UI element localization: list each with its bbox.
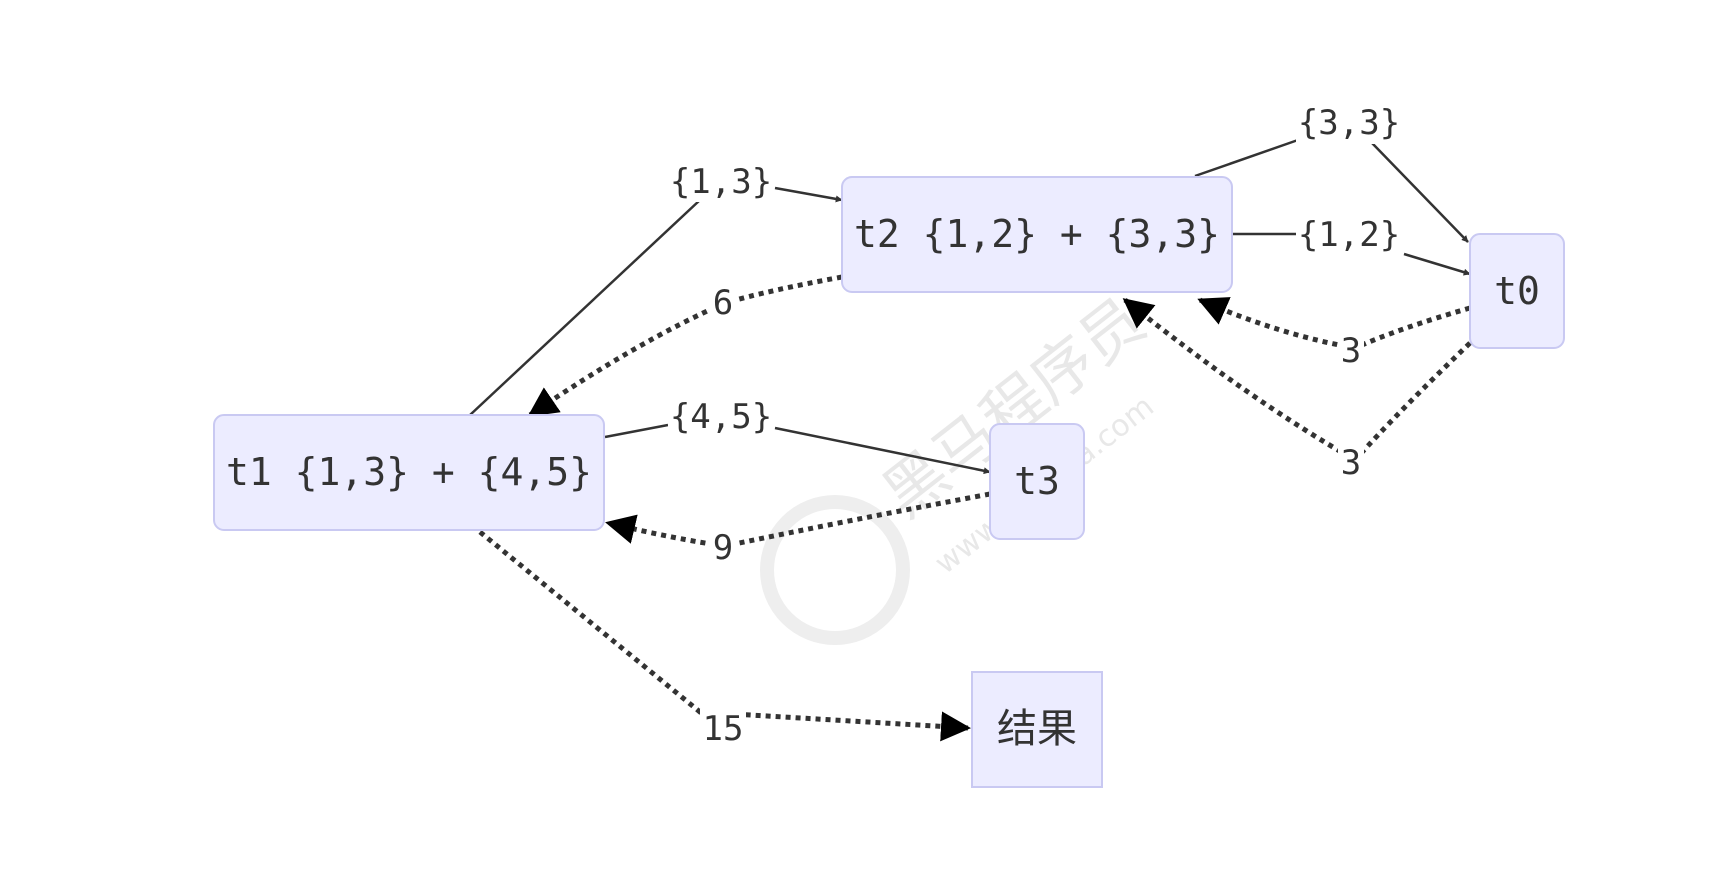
edge-label-t2-t0-mid: {1,2}	[1296, 214, 1402, 256]
svg-text:{1,3}: {1,3}	[670, 162, 772, 202]
edge-t1-result-dotted	[478, 530, 971, 742]
node-result-label: 结果	[997, 706, 1077, 752]
svg-text:3: 3	[1341, 331, 1361, 371]
node-result[interactable]: 结果	[971, 671, 1103, 788]
edge-label-t0-t2-a: 3	[1338, 331, 1364, 371]
edge-label-t0-t2-b: 3	[1338, 443, 1364, 483]
svg-text:{4,5}: {4,5}	[670, 397, 772, 437]
edge-label-t1-result: 15	[700, 709, 746, 749]
edge-t2-t0-top-line	[1194, 138, 1299, 178]
edge-t2-t1-dotted	[527, 274, 843, 418]
svg-text:{3,3}: {3,3}	[1298, 103, 1400, 143]
edge-t3-t1-dotted	[605, 491, 991, 549]
edge-label-t2-t0-top: {3,3}	[1296, 102, 1402, 144]
svg-text:6: 6	[713, 283, 733, 323]
svg-text:15: 15	[703, 709, 744, 749]
edge-t0-t2-a-dotted	[1197, 297, 1471, 351]
edge-label-t3-t1: 9	[710, 528, 736, 568]
node-t3[interactable]: t3	[989, 423, 1085, 540]
edge-t1-t3-arrow	[774, 426, 991, 475]
node-t0[interactable]: t0	[1469, 233, 1565, 349]
edge-t1-t2-arrow	[774, 186, 843, 203]
edge-label-t1-t3: {4,5}	[668, 396, 774, 438]
watermark: 黑马程序员 www.itheima.com	[760, 283, 1161, 645]
edge-t2-t0-top-arrow	[1371, 142, 1469, 243]
watermark-logo-icon	[760, 495, 910, 645]
node-t1[interactable]: t1 {1,3} + {4,5}	[213, 414, 605, 531]
svg-text:3: 3	[1341, 443, 1361, 483]
edge-t2-t0-mid-arrow	[1403, 252, 1471, 276]
node-t3-label: t3	[1014, 459, 1060, 503]
svg-text:9: 9	[713, 528, 733, 568]
svg-text:{1,2}: {1,2}	[1298, 215, 1400, 255]
node-t0-label: t0	[1494, 269, 1540, 313]
node-t1-label: t1 {1,3} + {4,5}	[226, 450, 592, 494]
node-t2-label: t2 {1,2} + {3,3}	[854, 212, 1220, 256]
edge-label-t1-t2: {1,3}	[668, 160, 774, 202]
edge-t1-t3-line	[604, 423, 669, 439]
edge-t1-t2-line	[469, 199, 701, 416]
node-t2[interactable]: t2 {1,2} + {3,3}	[841, 176, 1233, 293]
edge-label-t2-t1: 6	[710, 283, 736, 323]
